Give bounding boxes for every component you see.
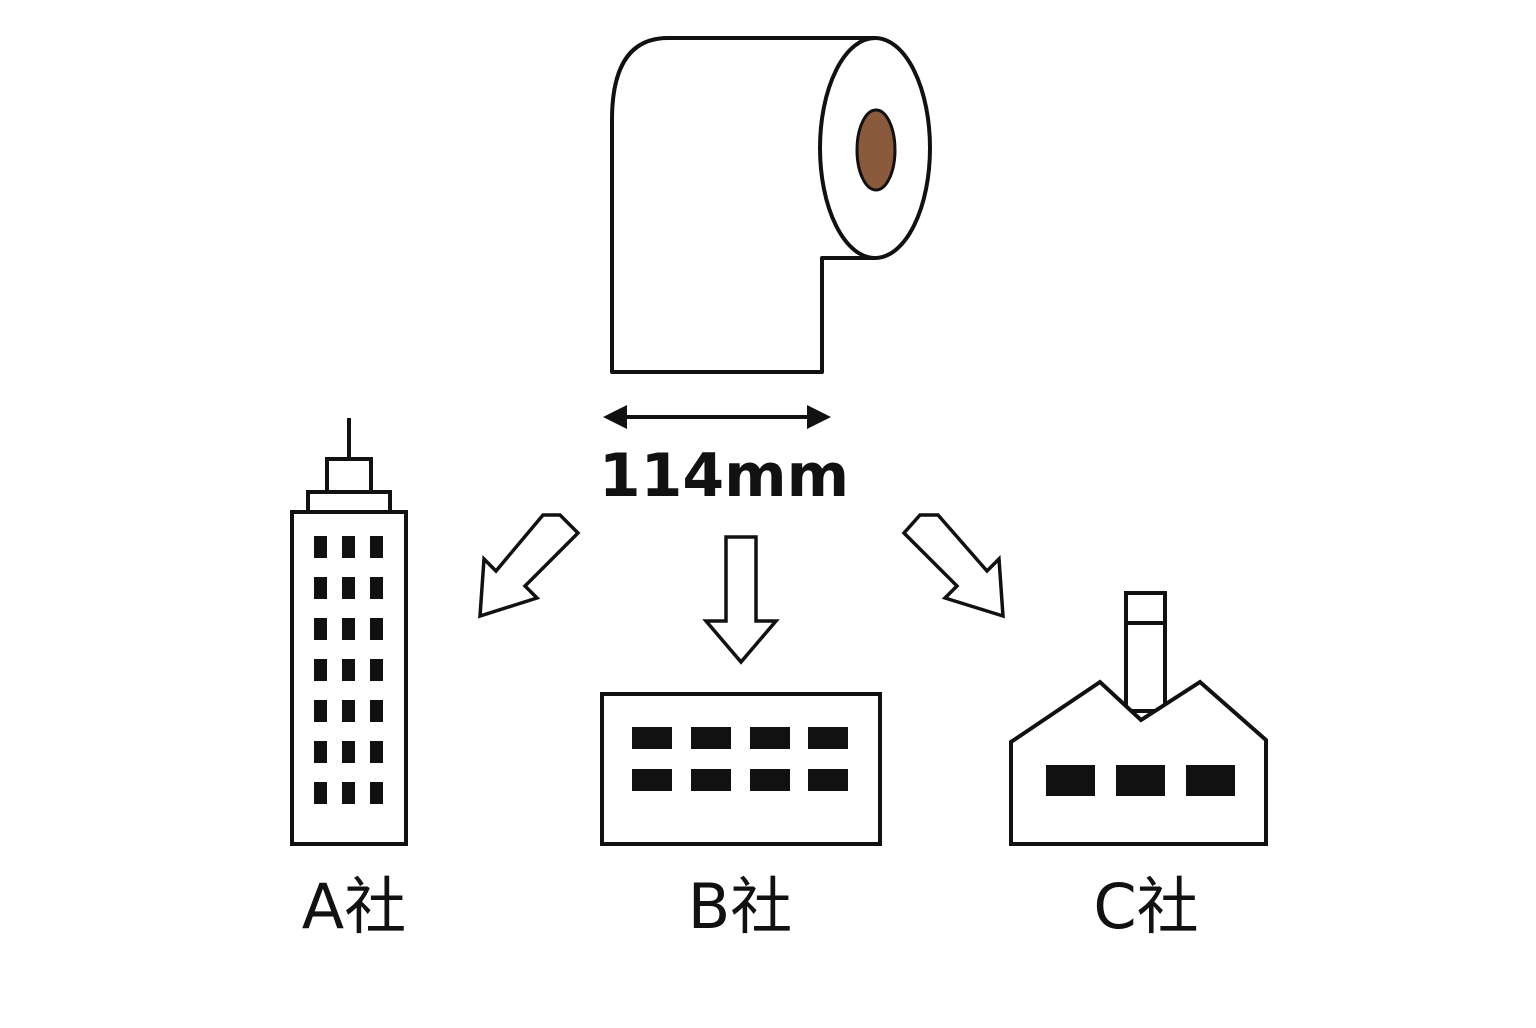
- building-window: [691, 769, 731, 791]
- building-window: [691, 727, 731, 749]
- tower-window: [314, 782, 327, 804]
- tower-window: [314, 659, 327, 681]
- tower-window: [370, 741, 383, 763]
- company-b-label: B社: [688, 870, 793, 943]
- roll-core: [855, 108, 897, 192]
- tower-window: [342, 659, 355, 681]
- tower-window: [314, 536, 327, 558]
- tower-window: [370, 659, 383, 681]
- office-tower-icon: [290, 418, 408, 846]
- tower-window: [314, 700, 327, 722]
- tower-window: [342, 536, 355, 558]
- company-c-label: C社: [1093, 870, 1198, 943]
- building-window: [750, 727, 790, 749]
- tower-window: [370, 536, 383, 558]
- arrow-to-company-a-icon: [478, 513, 581, 619]
- low-building-windows: [632, 727, 848, 791]
- tower-window: [314, 577, 327, 599]
- building-window: [808, 727, 848, 749]
- factory-window: [1186, 765, 1235, 796]
- arrow-to-company-b-icon: [702, 535, 780, 665]
- factory-window: [1116, 765, 1165, 796]
- tower-window: [342, 741, 355, 763]
- factory-window: [1046, 765, 1095, 796]
- building-window: [808, 769, 848, 791]
- tower-window: [342, 618, 355, 640]
- building-window: [632, 769, 672, 791]
- building-window: [632, 727, 672, 749]
- tower-window: [370, 700, 383, 722]
- paper-roll-icon: [610, 36, 932, 374]
- building-window: [750, 769, 790, 791]
- tower-window: [370, 577, 383, 599]
- tower-window: [342, 577, 355, 599]
- tower-window: [314, 741, 327, 763]
- tower-windows: [314, 536, 383, 804]
- tower-window: [342, 782, 355, 804]
- arrow-to-company-c-icon: [901, 513, 1005, 619]
- low-building-icon: [600, 692, 882, 846]
- tower-window: [370, 618, 383, 640]
- roll-width-label: 114mm: [599, 441, 849, 511]
- factory-icon: [1009, 591, 1268, 846]
- tower-window: [370, 782, 383, 804]
- distribution-arrows: [478, 513, 1005, 665]
- width-dimension-arrow: [603, 405, 831, 429]
- company-a-label: A社: [302, 870, 406, 943]
- tower-window: [342, 700, 355, 722]
- factory-windows: [1046, 765, 1235, 796]
- tower-window: [314, 618, 327, 640]
